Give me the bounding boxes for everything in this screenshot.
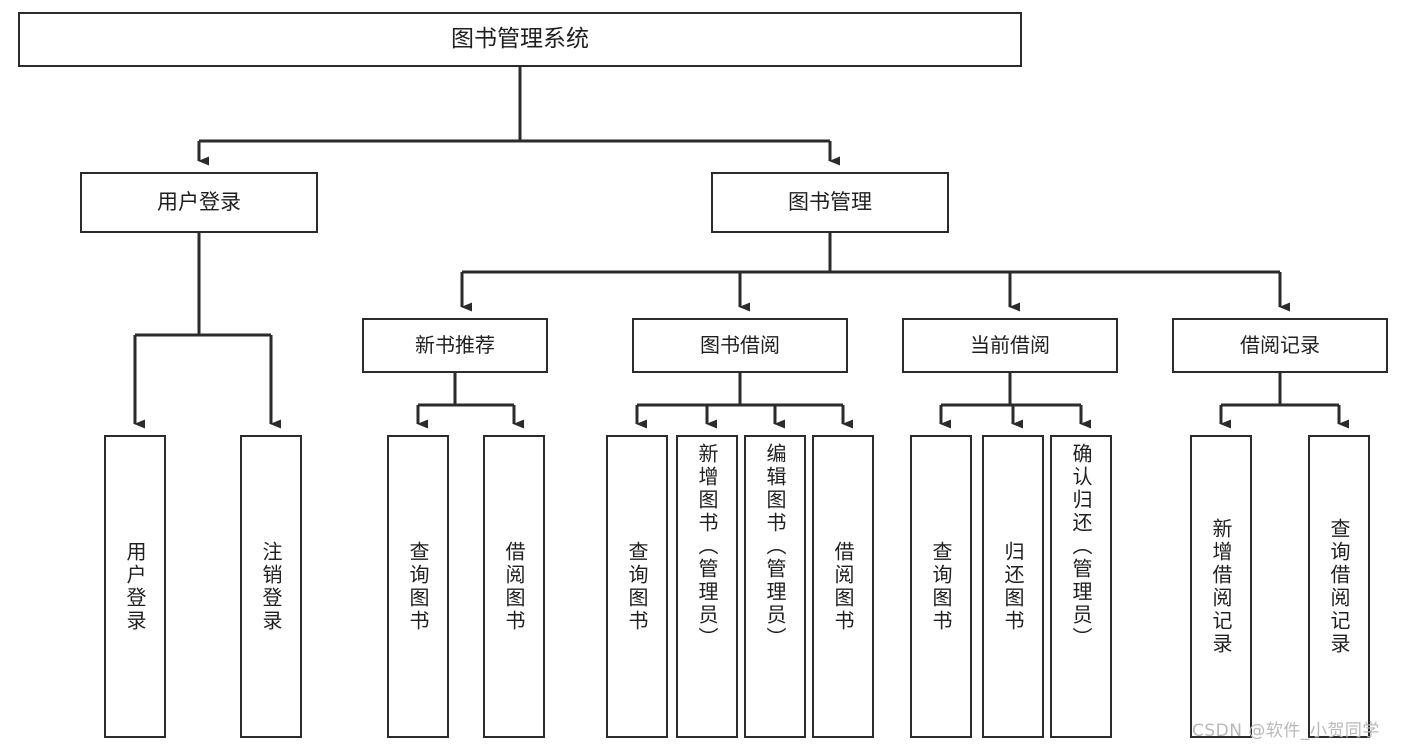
node-root-system[interactable]: 图书管理系统	[18, 12, 1022, 67]
node-leaf-label: 借阅图书	[831, 540, 855, 633]
node-leaf-add-borrow-record[interactable]: 新增借阅记录	[1190, 435, 1252, 738]
edge-user-login-to-leaves	[133, 233, 281, 429]
node-leaf-label: 归还图书	[1001, 540, 1025, 633]
node-leaf-query-borrow-record[interactable]: 查询借阅记录	[1308, 435, 1370, 738]
node-leaf-borrow-query-book[interactable]: 查询图书	[606, 435, 668, 738]
node-leaf-label: 注销登录	[259, 540, 283, 633]
node-leaf-edit-book-admin[interactable]: 编辑图书（管理员）	[744, 435, 806, 738]
node-leaf-label: 新增借阅记录	[1209, 517, 1233, 656]
node-book-manage[interactable]: 图书管理	[711, 172, 949, 233]
edge-current-borrow-to-leaves	[939, 373, 1091, 429]
node-leaf-label: 查询图书	[929, 540, 953, 633]
node-leaf-label: 编辑图书（管理员）	[763, 443, 787, 650]
edge-root-to-level1	[197, 67, 840, 166]
edge-book-borrow-to-leaves	[635, 373, 853, 429]
node-leaf-confirm-return-admin[interactable]: 确认归还（管理员）	[1050, 435, 1112, 738]
node-leaf-current-query-book[interactable]: 查询图书	[910, 435, 972, 738]
node-book-borrow[interactable]: 图书借阅	[632, 318, 848, 373]
node-current-borrow[interactable]: 当前借阅	[902, 318, 1118, 373]
node-leaf-recommend-query-book[interactable]: 查询图书	[387, 435, 449, 738]
node-leaf-user-logout[interactable]: 注销登录	[240, 435, 302, 738]
node-leaf-recommend-borrow-book[interactable]: 借阅图书	[483, 435, 545, 738]
node-leaf-user-login[interactable]: 用户登录	[104, 435, 166, 738]
node-new-book-recommend[interactable]: 新书推荐	[362, 318, 548, 373]
node-user-login[interactable]: 用户登录	[80, 172, 318, 233]
edge-book-manage-to-level2	[460, 233, 1290, 312]
node-borrow-record[interactable]: 借阅记录	[1172, 318, 1388, 373]
node-leaf-label: 查询借阅记录	[1327, 517, 1351, 656]
node-leaf-label: 新增图书（管理员）	[695, 443, 719, 650]
node-leaf-label: 用户登录	[123, 540, 147, 633]
node-leaf-label: 查询图书	[625, 540, 649, 633]
node-leaf-return-book[interactable]: 归还图书	[982, 435, 1044, 738]
node-leaf-label: 查询图书	[406, 540, 430, 633]
node-leaf-add-book-admin[interactable]: 新增图书（管理员）	[676, 435, 738, 738]
node-leaf-borrow-book[interactable]: 借阅图书	[812, 435, 874, 738]
edge-borrow-record-to-leaves	[1219, 373, 1349, 429]
csdn-watermark: CSDN @软件_小贺同学	[1192, 721, 1380, 741]
edge-new-book-rec-to-leaves	[416, 373, 524, 429]
node-leaf-label: 借阅图书	[502, 540, 526, 633]
node-leaf-label: 确认归还（管理员）	[1069, 443, 1093, 650]
